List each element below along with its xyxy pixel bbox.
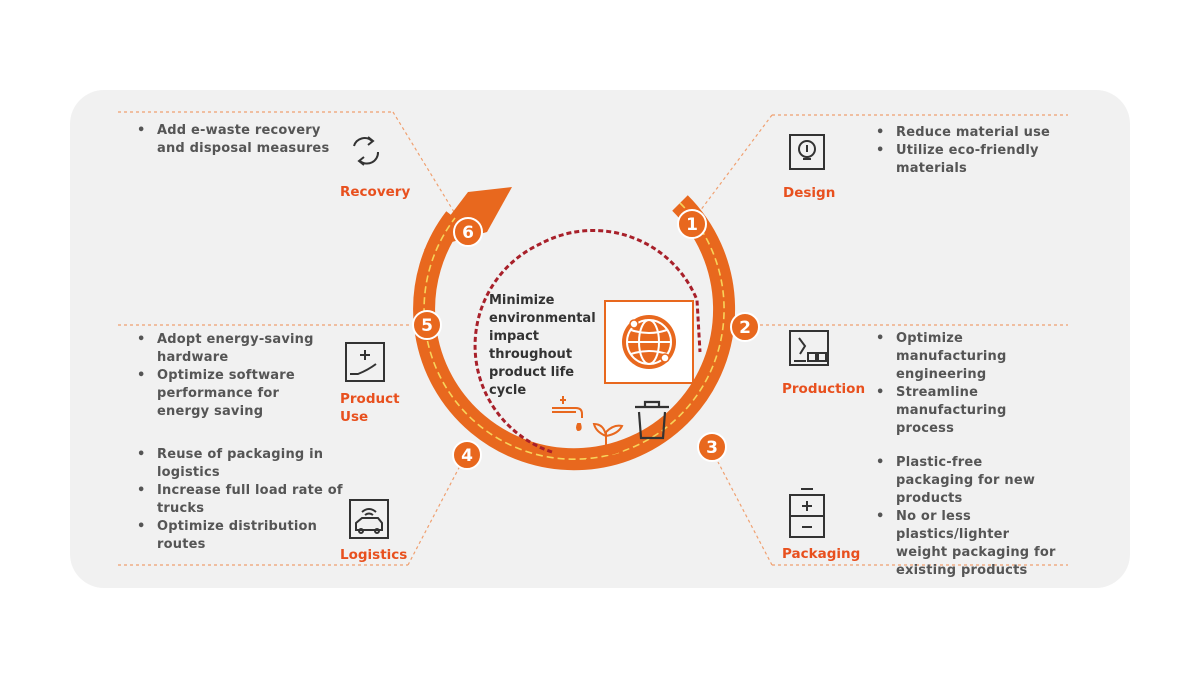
stage-label-production: Production (782, 381, 866, 397)
faucet-icon (552, 396, 583, 432)
stage-circle-4 (452, 440, 482, 470)
stage-label-packaging: Packaging (782, 546, 861, 562)
center-statement: Minimize environmental impact throughout… (489, 293, 596, 398)
connector-design (696, 114, 773, 216)
list-item: Adopt energy-saving hardware (135, 331, 325, 367)
list-item: Plastic-free packaging for new products (874, 454, 1064, 508)
list-item: Optimize distribution routes (135, 518, 347, 554)
stage-number-2: 2 (739, 318, 751, 338)
list-item: Add e-waste recovery and disposal measur… (135, 122, 335, 158)
product-use-bullets: Adopt energy-saving hardware Optimize so… (135, 331, 325, 421)
list-item: Optimize software performance for energy… (135, 367, 325, 421)
stage-number-3: 3 (706, 438, 718, 458)
factory-robot-icon (789, 330, 829, 366)
stage-label-logistics: Logistics (340, 547, 408, 563)
stage-circle-5 (412, 310, 442, 340)
packaging-bullets: Plastic-free packaging for new products … (874, 454, 1064, 580)
list-item: Reduce material use (874, 124, 1064, 142)
list-item: Streamline manufacturing process (874, 384, 1029, 438)
recycle-icon (353, 136, 380, 166)
lightbulb-icon (789, 134, 825, 170)
energy-hand-icon (345, 342, 385, 382)
production-bullets: Optimize manufacturing engineering Strea… (874, 330, 1029, 438)
list-item: No or less plastics/lighter weight packa… (874, 508, 1064, 580)
list-item: Utilize eco-friendly materials (874, 142, 1064, 178)
stage-label-product-use: Product Use (340, 391, 400, 425)
stage-number-4: 4 (461, 446, 473, 466)
stage-number-6: 6 (462, 223, 474, 243)
globe-icon (604, 300, 694, 384)
package-box-icon (789, 488, 825, 538)
trash-can-icon (635, 400, 669, 440)
stage-number-5: 5 (421, 316, 433, 336)
design-bullets: Reduce material use Utilize eco-friendly… (874, 124, 1064, 178)
truck-wifi-icon (349, 499, 389, 539)
sprout-hand-icon (585, 422, 631, 461)
stage-number-circles (412, 209, 760, 470)
stage-circle-6 (453, 217, 483, 247)
list-item: Increase full load rate of trucks (135, 482, 347, 518)
connector-logistics (407, 461, 463, 566)
connector-recovery (392, 111, 463, 226)
stage-circle-2 (730, 312, 760, 342)
logistics-bullets: Reuse of packaging in logistics Increase… (135, 446, 347, 554)
stage-label-design: Design (783, 185, 836, 201)
recovery-bullets: Add e-waste recovery and disposal measur… (135, 122, 335, 158)
stage-circle-1 (677, 209, 707, 239)
list-item: Optimize manufacturing engineering (874, 330, 1029, 384)
list-item: Reuse of packaging in logistics (135, 446, 347, 482)
stage-number-1: 1 (686, 215, 698, 235)
ring-dashed-track (423, 202, 725, 461)
connector-packaging (717, 461, 773, 566)
stage-circle-3 (697, 432, 727, 462)
inner-dashed-arc (473, 229, 702, 454)
stage-label-recovery: Recovery (340, 184, 411, 200)
